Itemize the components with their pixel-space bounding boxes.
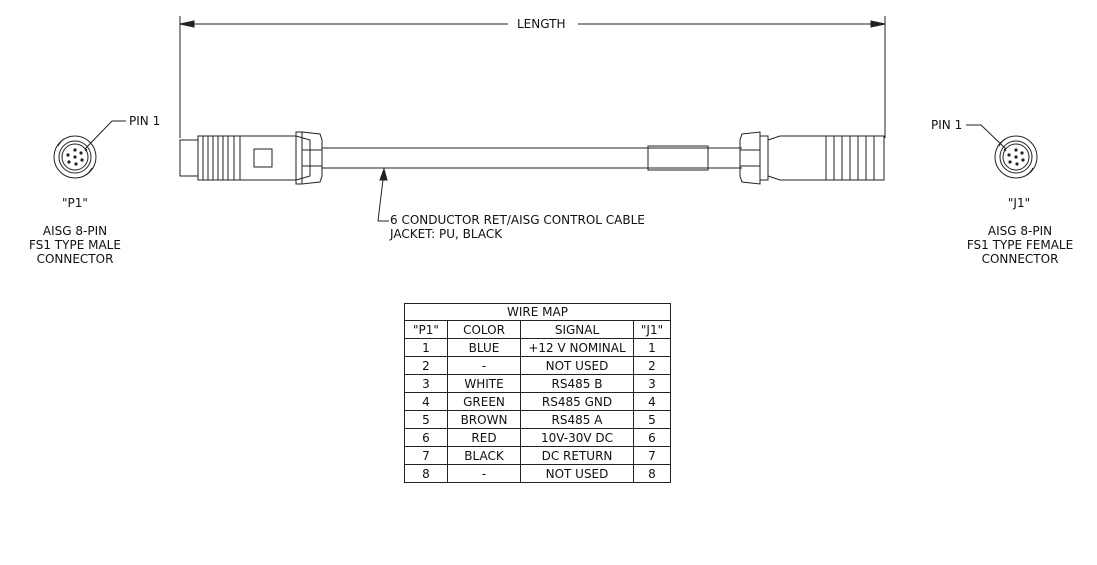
left-pin1-label: PIN 1 (129, 114, 161, 128)
length-label: LENGTH (517, 17, 566, 31)
left-connector-end-view-icon (53, 120, 126, 179)
right-description-line-3: CONNECTOR (981, 252, 1059, 266)
j1-pin: 1 (633, 338, 671, 357)
right-connector-end-view-icon (966, 124, 1038, 179)
j1-pin: 6 (633, 428, 671, 447)
wire-color: - (447, 356, 521, 375)
p1-pin: 7 (404, 446, 448, 465)
wire-color: - (447, 464, 521, 483)
right-description-line-2: FS1 TYPE FEMALE (966, 238, 1074, 252)
cable-note-line-2: JACKET: PU, BLACK (390, 227, 503, 241)
female-connector-side-view (739, 131, 885, 185)
p1-pin: 6 (404, 428, 448, 447)
table-row: 1 BLUE +12 V NOMINAL 1 (404, 338, 671, 357)
left-designator: "P1" (62, 196, 88, 210)
left-description-line-1: AISG 8-PIN (42, 224, 108, 238)
j1-pin: 5 (633, 410, 671, 429)
p1-pin: 8 (404, 464, 448, 483)
wire-signal: NOT USED (520, 464, 634, 483)
table-row: 6 RED 10V-30V DC 6 (404, 428, 671, 447)
p1-pin: 3 (404, 374, 448, 393)
header-signal: SIGNAL (520, 320, 634, 339)
wire-map-table: WIRE MAP "P1" COLOR SIGNAL "J1" 1 BLUE +… (404, 303, 671, 483)
cable-jacket (322, 145, 742, 171)
table-row: 3 WHITE RS485 B 3 (404, 374, 671, 393)
wire-signal: NOT USED (520, 356, 634, 375)
length-dimension-line (179, 16, 886, 138)
header-color: COLOR (447, 320, 521, 339)
wire-signal: +12 V NOMINAL (520, 338, 634, 357)
wire-map-title: WIRE MAP (404, 303, 671, 321)
wire-color: BROWN (447, 410, 521, 429)
cable-note-line-1: 6 CONDUCTOR RET/AISG CONTROL CABLE (390, 213, 645, 227)
table-row: 2 - NOT USED 2 (404, 356, 671, 375)
wire-signal: RS485 GND (520, 392, 634, 411)
right-designator: "J1" (1007, 196, 1031, 210)
j1-pin: 8 (633, 464, 671, 483)
table-row: 4 GREEN RS485 GND 4 (404, 392, 671, 411)
header-j1: "J1" (633, 320, 671, 339)
wire-map-header-row: "P1" COLOR SIGNAL "J1" (404, 320, 671, 339)
wire-color: BLUE (447, 338, 521, 357)
wire-signal: RS485 A (520, 410, 634, 429)
p1-pin: 2 (404, 356, 448, 375)
wire-color: GREEN (447, 392, 521, 411)
wire-signal: 10V-30V DC (520, 428, 634, 447)
p1-pin: 1 (404, 338, 448, 357)
left-description-line-3: CONNECTOR (36, 252, 114, 266)
table-row: 5 BROWN RS485 A 5 (404, 410, 671, 429)
cable-note-leader (377, 167, 389, 222)
header-p1: "P1" (404, 320, 448, 339)
p1-pin: 4 (404, 392, 448, 411)
table-row: 7 BLACK DC RETURN 7 (404, 446, 671, 465)
right-pin1-label: PIN 1 (931, 118, 963, 132)
right-description-line-1: AISG 8-PIN (987, 224, 1053, 238)
wire-color: RED (447, 428, 521, 447)
j1-pin: 2 (633, 356, 671, 375)
j1-pin: 7 (633, 446, 671, 465)
j1-pin: 3 (633, 374, 671, 393)
wire-color: BLACK (447, 446, 521, 465)
wire-color: WHITE (447, 374, 521, 393)
wire-signal: RS485 B (520, 374, 634, 393)
j1-pin: 4 (633, 392, 671, 411)
p1-pin: 5 (404, 410, 448, 429)
male-connector-side-view (179, 131, 323, 185)
wire-signal: DC RETURN (520, 446, 634, 465)
table-row: 8 - NOT USED 8 (404, 464, 671, 483)
left-description-line-2: FS1 TYPE MALE (29, 238, 121, 252)
